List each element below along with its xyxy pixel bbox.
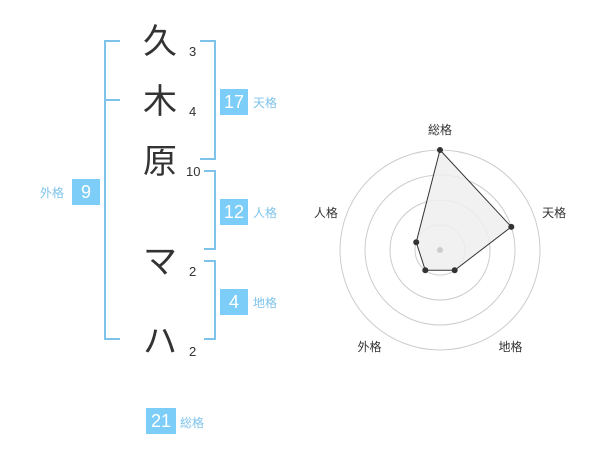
chikaku-label: 地格 [253, 296, 278, 310]
chikaku-bracket [204, 260, 216, 340]
soukaku-label: 総格 [180, 416, 205, 430]
gaikaku-mid-tick [104, 99, 120, 101]
stroke-count-1: 3 [189, 44, 197, 59]
name-char-4: マ [143, 242, 177, 282]
radar-axis-label-2: 天格 [542, 205, 566, 220]
radar-axis-label-5: 人格 [314, 205, 338, 220]
stroke-count-3: 10 [186, 164, 201, 179]
radar-data-polygon [415, 148, 513, 271]
jinkaku-value: 12 [220, 199, 248, 225]
radar-center-dot [437, 247, 443, 253]
name-char-5: ハ [143, 322, 177, 362]
radar-point-1 [437, 147, 443, 153]
tenkaku-label: 天格 [253, 96, 278, 110]
jinkaku-label: 人格 [253, 206, 278, 220]
name-char-1: 久 [143, 22, 177, 62]
stroke-count-5: 2 [189, 344, 197, 359]
stroke-count-2: 4 [189, 104, 197, 119]
jinkaku-bracket [204, 170, 216, 250]
soukaku-value: 21 [146, 408, 176, 434]
tenkaku-value: 17 [220, 89, 248, 115]
gaikaku-value: 9 [72, 179, 100, 205]
radar-axis-label-4: 外格 [357, 339, 381, 354]
radar-point-2 [508, 223, 515, 230]
name-char-3: 原 [143, 142, 177, 182]
gaikaku-label: 外格 [40, 186, 65, 200]
radar-point-5 [413, 239, 420, 246]
name-char-2: 木 [143, 82, 177, 122]
stroke-count-4: 2 [189, 264, 197, 279]
radar-axis-label-1: 総格 [428, 122, 452, 137]
tenkaku-bracket [200, 40, 216, 160]
radar-axis-label-3: 地格 [499, 339, 523, 354]
gaikaku-bracket [104, 40, 120, 340]
chikaku-value: 4 [220, 289, 248, 315]
radar-point-3 [451, 267, 458, 274]
radar-point-4 [422, 267, 429, 274]
